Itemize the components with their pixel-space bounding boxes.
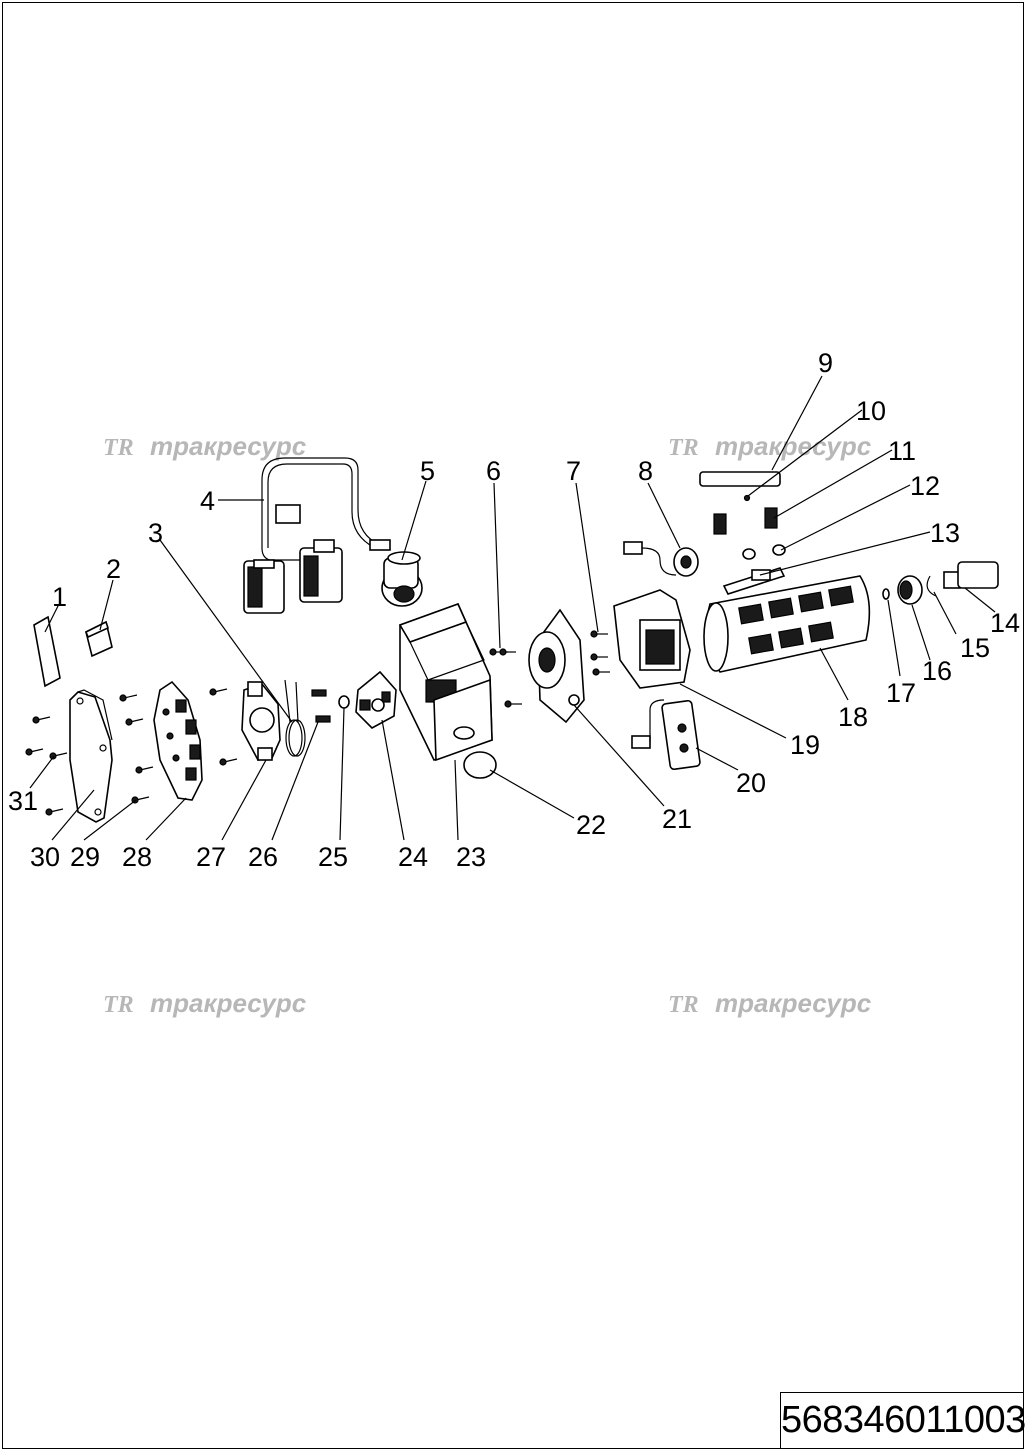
part-18-handle-grip <box>703 575 871 673</box>
callout-15: 15 <box>960 633 990 663</box>
svg-text:ТR: ТR <box>668 992 699 1018</box>
callout-3: 3 <box>148 518 163 548</box>
part-25-nut <box>338 695 350 709</box>
callout-25: 25 <box>318 842 348 872</box>
part-7-screws <box>590 630 610 676</box>
callout-8: 8 <box>638 456 653 486</box>
part-27-cam-plate <box>241 681 281 761</box>
screws-31 <box>25 716 68 816</box>
watermark-bottom-left: ТR тракресурс <box>103 988 307 1018</box>
callout-30: 30 <box>30 842 60 872</box>
part-6-screws <box>489 648 522 708</box>
callout-6: 6 <box>486 456 501 486</box>
callout-14: 14 <box>990 608 1020 638</box>
part-21-flange <box>528 608 585 724</box>
callout-31: 31 <box>8 786 38 816</box>
callout-22: 22 <box>576 810 606 840</box>
callout-28: 28 <box>122 842 152 872</box>
part-15-circlip <box>926 575 937 597</box>
callout-7: 7 <box>566 456 581 486</box>
watermark-bottom-right: ТR тракресурс <box>668 988 872 1018</box>
svg-text:тракресурс: тракресурс <box>715 988 872 1018</box>
part-3-torsion-spring <box>284 679 306 757</box>
callout-21: 21 <box>662 804 692 834</box>
leader-lines <box>29 375 996 841</box>
svg-text:ТR: ТR <box>103 435 134 461</box>
watermark-top-right: ТR тракресурс <box>668 431 872 461</box>
callout-5: 5 <box>420 456 435 486</box>
part-16-bushing <box>897 575 923 605</box>
part-19-housing-cover <box>613 589 691 689</box>
part-23-housing <box>398 602 493 762</box>
part-4-wiring-harness <box>243 457 391 614</box>
part-30-cover-plate <box>69 689 113 823</box>
callout-1: 1 <box>52 582 67 612</box>
callout-26: 26 <box>248 842 278 872</box>
callout-2: 2 <box>106 554 121 584</box>
callout-29: 29 <box>70 842 100 872</box>
part-20-switch-module <box>631 699 701 771</box>
svg-text:ТR: ТR <box>103 992 134 1018</box>
callout-12: 12 <box>910 471 940 501</box>
screws-27 <box>209 688 238 766</box>
part-28-circuit-board <box>153 680 203 801</box>
part-26-screws <box>311 689 331 723</box>
part-5-cable-gland <box>381 551 423 607</box>
document-number-box: 568346011003 <box>780 1392 1026 1449</box>
part-2-bracket <box>84 620 113 658</box>
part-10-detent-ball <box>743 494 751 502</box>
svg-text:тракресурс: тракресурс <box>715 431 872 461</box>
screws-29 <box>119 694 154 804</box>
part-24-cam-hub <box>355 670 397 729</box>
part-8-switch-with-wire <box>623 541 699 577</box>
callout-16: 16 <box>922 656 952 686</box>
part-12-washers <box>742 544 786 560</box>
part-9-cover-strip <box>699 471 781 487</box>
part-1-label-plate <box>33 615 61 688</box>
callout-27: 27 <box>196 842 226 872</box>
part-22-knob-cap <box>463 751 497 779</box>
document-number: 568346011003 <box>781 1399 1026 1441</box>
callout-4: 4 <box>200 486 215 516</box>
callout-18: 18 <box>838 702 868 732</box>
svg-text:тракресурс: тракресурс <box>150 431 307 461</box>
watermark-top-left: ТR тракресурс <box>103 431 307 461</box>
callout-23: 23 <box>456 842 486 872</box>
part-14-end-plug <box>943 561 999 589</box>
svg-text:ТR: ТR <box>668 435 699 461</box>
part-17-pin <box>882 588 890 600</box>
callout-24: 24 <box>398 842 428 872</box>
callout-19: 19 <box>790 730 820 760</box>
callout-9: 9 <box>818 348 833 378</box>
callout-10: 10 <box>856 396 886 426</box>
callout-20: 20 <box>736 768 766 798</box>
part-13-contact-plate <box>722 567 786 595</box>
part-11-springs <box>713 507 778 535</box>
callout-11: 11 <box>888 436 916 466</box>
callout-numbers: 1 2 3 4 5 6 7 8 9 10 11 12 13 14 15 16 1… <box>8 348 1020 872</box>
callout-17: 17 <box>886 678 916 708</box>
svg-text:тракресурс: тракресурс <box>150 988 307 1018</box>
callout-13: 13 <box>930 518 960 548</box>
